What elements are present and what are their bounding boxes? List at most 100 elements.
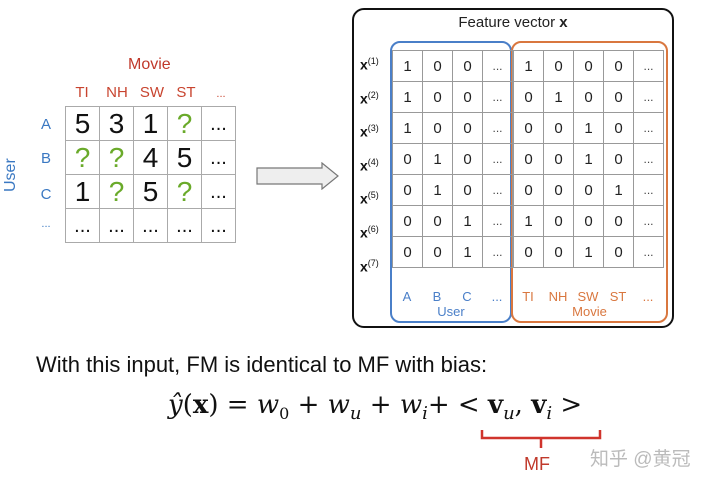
feature-cell: 0	[392, 143, 423, 175]
user-group-label: User	[437, 304, 465, 319]
feature-cell: 0	[422, 50, 453, 82]
movie-column-label: TI	[522, 289, 534, 304]
rating-cell: 3	[99, 106, 134, 141]
rating-cell: 5	[65, 106, 100, 141]
feature-cell: 1	[603, 174, 634, 206]
rating-row: ...............	[65, 208, 236, 243]
user-axis-label: User	[2, 158, 19, 192]
feature-cell: 0	[513, 112, 544, 144]
rating-cell: ...	[65, 208, 100, 243]
feature-cell: 0	[452, 50, 483, 82]
feature-cell: 0	[573, 50, 604, 82]
feature-cell: 1	[573, 112, 604, 144]
mf-brace	[480, 430, 602, 448]
user-row-header: C	[40, 186, 52, 203]
feature-cell: 0	[573, 81, 604, 113]
feature-cell: ...	[482, 50, 513, 82]
rating-cell: 1	[133, 106, 168, 141]
feature-row-label: x(7)	[360, 257, 379, 275]
feature-cell: ...	[482, 143, 513, 175]
feature-cell: 0	[422, 112, 453, 144]
movie-column-label: NH	[548, 289, 568, 304]
feature-cell: ...	[633, 81, 664, 113]
formula-lhs: ŷ(x)	[168, 390, 219, 420]
feature-cell: 0	[573, 205, 604, 237]
user-row-header: B	[40, 150, 51, 167]
movie-column-header: ST	[176, 84, 196, 101]
feature-cell: ...	[482, 236, 513, 268]
feature-row-label: x(6)	[360, 224, 379, 241]
feature-row-label: x(4)	[360, 156, 379, 174]
rating-cell: 5	[133, 174, 168, 209]
feature-cell: 0	[513, 236, 544, 268]
feature-row-label: x(5)	[360, 190, 379, 208]
feature-cell: ...	[633, 50, 664, 82]
feature-cell: 0	[452, 174, 483, 206]
feature-cell: 0	[603, 143, 634, 175]
unknown-rating-cell: ?	[167, 106, 202, 141]
user-column-label: ...	[491, 289, 503, 304]
feature-cell: 1	[422, 143, 453, 175]
feature-cell: 0	[603, 205, 634, 237]
feature-cell: ...	[633, 236, 664, 268]
feature-cell: 1	[422, 174, 453, 206]
feature-cell: 0	[392, 236, 423, 268]
feature-cell: 1	[392, 81, 423, 113]
rating-cell: ...	[201, 106, 236, 141]
rating-cell: ...	[133, 208, 168, 243]
feature-cell: 0	[603, 112, 634, 144]
feature-cell: 0	[543, 112, 574, 144]
feature-cell: 0	[573, 174, 604, 206]
feature-cell: 0	[603, 236, 634, 268]
feature-cell: 0	[543, 205, 574, 237]
movie-column-header: TI	[75, 84, 89, 101]
rating-cell: ...	[99, 208, 134, 243]
feature-cell: 0	[513, 143, 544, 175]
feature-cell: ...	[482, 81, 513, 113]
feature-cell: 0	[422, 205, 453, 237]
feature-cell: 0	[422, 81, 453, 113]
unknown-rating-cell: ?	[99, 174, 134, 209]
mf-label: MF	[524, 454, 550, 474]
unknown-rating-cell: ?	[167, 174, 202, 209]
user-column-label: C	[462, 289, 472, 304]
movie-column-header: NH	[106, 84, 128, 101]
feature-cell: ...	[633, 143, 664, 175]
caption: With this input, FM is identical to MF w…	[36, 352, 488, 377]
feature-cell: 1	[573, 143, 604, 175]
feature-cell: 1	[452, 236, 483, 268]
feature-cell: 0	[513, 81, 544, 113]
feature-cell: ...	[482, 205, 513, 237]
feature-vector-title: Feature vector x	[458, 14, 568, 31]
user-column-label: B	[432, 289, 442, 304]
right-arrow-icon	[256, 162, 339, 190]
feature-vector-panel	[352, 8, 674, 328]
fm-formula: ŷ(x) = w0 + wu + wi+ < vu, vi >	[168, 390, 583, 425]
feature-cell: 0	[543, 143, 574, 175]
rating-cell: 5	[167, 140, 202, 175]
feature-cell: ...	[633, 112, 664, 144]
rating-cell: ...	[201, 174, 236, 209]
feature-cell: 0	[543, 50, 574, 82]
movie-column-label: ST	[609, 289, 627, 304]
feature-cell: 1	[392, 50, 423, 82]
rating-cell: ...	[201, 140, 236, 175]
feature-cell: 0	[422, 236, 453, 268]
feature-cell: 0	[452, 81, 483, 113]
movie-group-label: Movie	[572, 304, 607, 319]
feature-cell: 0	[543, 236, 574, 268]
feature-cell: 1	[543, 81, 574, 113]
movie-column-label: ...	[642, 289, 654, 304]
unknown-rating-cell: ?	[99, 140, 134, 175]
